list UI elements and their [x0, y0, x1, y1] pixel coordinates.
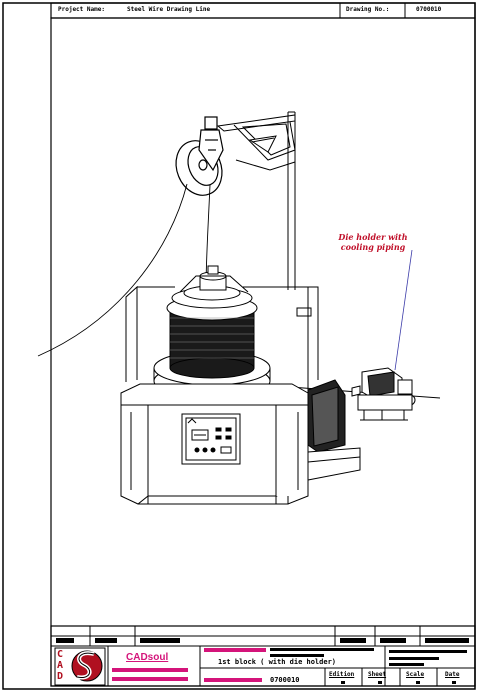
wire-drum	[153, 265, 271, 399]
drawing-no-label: Drawing No.:	[346, 6, 390, 13]
die-holder-callout: Die holder with cooling piping	[318, 232, 428, 252]
guard-frame	[125, 285, 319, 390]
coil-windings	[170, 317, 254, 359]
callout-leader	[394, 249, 413, 371]
logo-letter-c: C	[57, 649, 64, 660]
logo-letter-d: D	[57, 671, 64, 682]
project-name-label: Project Name:	[58, 6, 105, 13]
scale-label: Scale	[406, 671, 425, 678]
project-name-value: Steel Wire Drawing Line	[127, 6, 211, 13]
sheet-label: Sheet	[368, 671, 387, 678]
die-holder	[351, 367, 416, 421]
title-block-grid	[50, 625, 476, 687]
title-block-magenta-bars	[112, 648, 266, 682]
jib-crane	[216, 111, 296, 290]
drawing-description: 1st block ( with die holder)	[218, 658, 337, 666]
date-label: Date	[445, 671, 460, 678]
drawing-no-bottom: 0700010	[270, 676, 300, 684]
edition-label: Edition	[329, 671, 355, 678]
brand-name: CADsoul	[126, 652, 169, 663]
bottom-line-bars	[270, 648, 374, 657]
title-block-fill-bars	[56, 638, 469, 684]
drive-motor	[307, 379, 361, 481]
drawing-no-value: 0700010	[416, 6, 442, 13]
callout-line-1: Die holder with	[338, 232, 408, 242]
cadsoul-logo-icon	[54, 647, 106, 686]
callout-line-2: cooling piping	[340, 242, 406, 252]
logo-letter-a: A	[57, 660, 64, 671]
pulley-wheel	[175, 116, 224, 196]
control-panel	[181, 413, 241, 465]
